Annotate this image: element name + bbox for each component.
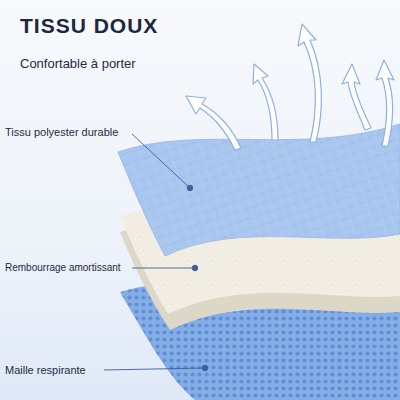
leader-lines <box>104 134 208 371</box>
layer-label: Maille respirante <box>5 364 86 376</box>
air-arrows <box>186 24 394 150</box>
title: TISSU DOUX <box>20 14 158 38</box>
layer-label: Rembourrage amortissant <box>5 262 121 273</box>
fabric-layer <box>118 124 400 256</box>
subtitle: Confortable à porter <box>20 56 136 71</box>
layer-label: Tissu polyester durable <box>5 126 118 138</box>
